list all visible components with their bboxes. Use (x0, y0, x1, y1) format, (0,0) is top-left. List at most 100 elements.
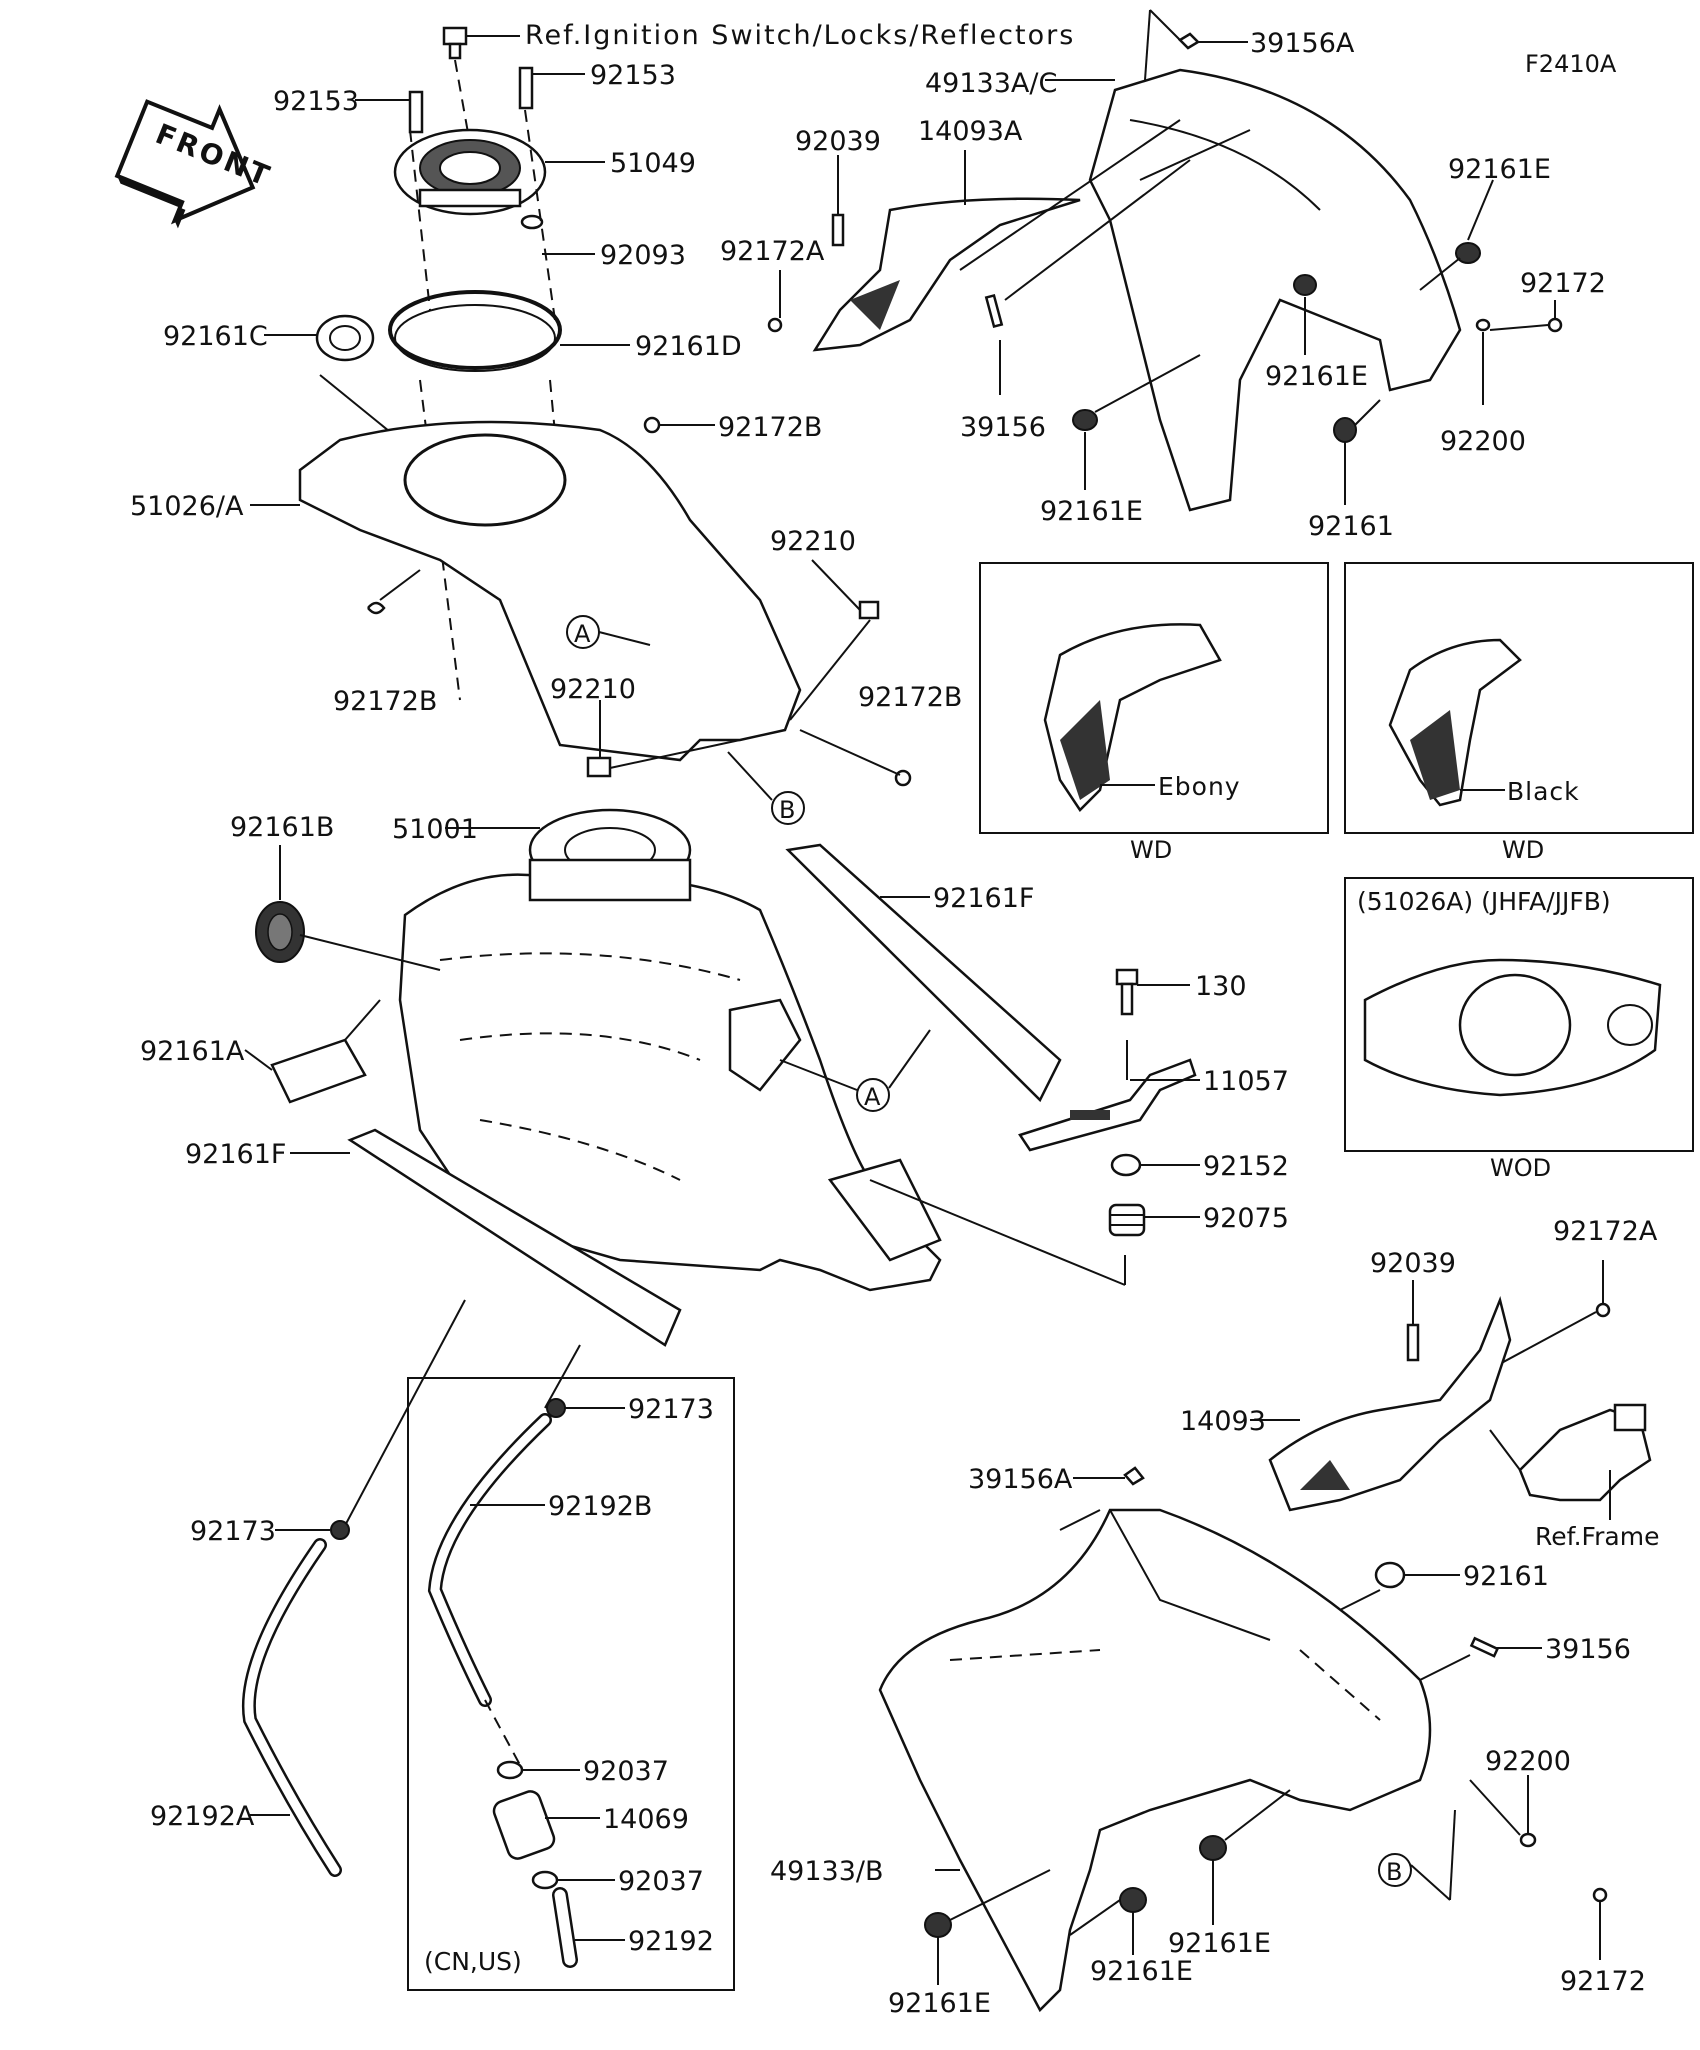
panel-14093-icon (1268, 1295, 1512, 1512)
label-14069: 14069 (603, 1804, 689, 1835)
screw-92172-bottom-icon (1592, 1887, 1608, 1903)
fuel-tank-51001-icon (398, 808, 942, 1292)
label-92172B-right: 92172B (858, 682, 962, 713)
screw-92172A-top-icon (767, 317, 783, 333)
label-92037-top: 92037 (583, 1756, 669, 1787)
callout-a-upper-label: A (574, 620, 591, 648)
label-92210-right: 92210 (770, 526, 856, 557)
label-39156A-top: 39156A (1250, 28, 1355, 59)
label-92192B: 92192B (548, 1491, 652, 1522)
label-51001: 51001 (392, 814, 478, 845)
clip-92210-right-icon (858, 600, 880, 620)
label-130: 130 (1195, 971, 1247, 1002)
clamp-92037-top-icon (496, 1760, 524, 1780)
ebony-label: Ebony (1158, 772, 1241, 801)
wd-ebony-market: WD (1130, 836, 1172, 864)
label-92161E-tr: 92161E (1448, 154, 1551, 185)
label-92161-bottom: 92161 (1463, 1561, 1549, 1592)
label-51049: 51049 (610, 148, 696, 179)
screw-92172A-bottom-icon (1595, 1302, 1611, 1318)
callout-a-lower: A (856, 1078, 890, 1112)
seal-92093-icon (520, 214, 544, 230)
inset-wod-box (1344, 877, 1694, 1152)
label-92161F-left: 92161F (185, 1139, 286, 1170)
label-92210-mid: 92210 (550, 674, 636, 705)
grommet-92161E-b3-icon (1199, 1835, 1227, 1861)
label-92152: 92152 (1203, 1151, 1289, 1182)
label-92172A-bottom: 92172A (1553, 1216, 1658, 1247)
label-14093: 14093 (1180, 1406, 1266, 1437)
bracket-ref-frame-icon (1518, 1403, 1652, 1502)
label-92161E-low: 92161E (1040, 496, 1143, 527)
label-92093: 92093 (600, 240, 686, 271)
grommet-92161E-mid-icon (1293, 274, 1317, 296)
label-49133B: 49133/B (770, 1856, 884, 1887)
label-92161E-b3: 92161E (1168, 1928, 1271, 1959)
callout-b-upper: B (771, 791, 805, 825)
clamp-92173-right-icon (546, 1398, 566, 1418)
label-92172-tr: 92172 (1520, 268, 1606, 299)
fuel-filter-14069-icon (492, 1790, 556, 1860)
label-92037-bottom: 92037 (618, 1866, 704, 1897)
wod-market: WOD (1490, 1154, 1551, 1182)
bolt-92153-top-icon (442, 26, 468, 60)
callout-a-lower-label: A (864, 1083, 881, 1111)
black-label: Black (1507, 777, 1580, 806)
label-92161E-b2: 92161E (1090, 1956, 1193, 1987)
label-92153-right: 92153 (590, 60, 676, 91)
cover-49133B-icon (878, 1508, 1432, 2013)
collar-92152-icon (1110, 1153, 1142, 1177)
bolt-92153-left-icon (408, 90, 424, 134)
grommet-92161E-b2-icon (1119, 1887, 1147, 1913)
wod-title: (51026A) (JHFA/JJFB) (1357, 887, 1611, 916)
label-92161D: 92161D (635, 331, 742, 362)
grommet-92161B-icon (255, 901, 305, 963)
wd-black-market: WD (1502, 836, 1544, 864)
label-49133AC: 49133A/C (925, 68, 1057, 99)
label-92161E-mid: 92161E (1265, 361, 1368, 392)
clip-39156A-top-icon (1177, 32, 1201, 50)
label-92075: 92075 (1203, 1203, 1289, 1234)
screw-92172B-top-icon (643, 416, 661, 434)
label-92161A: 92161A (140, 1036, 245, 1067)
label-92172A-top: 92172A (720, 236, 825, 267)
label-92161E-b1: 92161E (888, 1988, 991, 2019)
pad-92161F-right-icon (785, 843, 1062, 1103)
grommet-92161-bottom-icon (1374, 1561, 1406, 1589)
cn-us-box (407, 1377, 735, 1991)
label-92192: 92192 (628, 1926, 714, 1957)
washer-92200-bottom-icon (1519, 1832, 1537, 1848)
inset-wd-black-box (1344, 562, 1694, 834)
bolt-130-icon (1115, 968, 1139, 1016)
label-92172-bottom: 92172 (1560, 1966, 1646, 1997)
label-39156-top: 39156 (960, 412, 1046, 443)
clamp-92173-left-icon (330, 1520, 350, 1540)
fuel-cap-51049-icon (393, 128, 547, 216)
grommet-92161C-icon (315, 314, 375, 362)
ref-ignition-label: Ref.Ignition Switch/Locks/Reflectors (525, 20, 1075, 51)
clip-39156-bottom-icon (1469, 1636, 1500, 1658)
grommet-92161-top-icon (1333, 417, 1357, 443)
callout-b-lower: B (1378, 1853, 1412, 1887)
front-arrow-icon (114, 99, 256, 229)
grommet-92161E-tr-icon (1455, 242, 1481, 264)
damper-92075-icon (1108, 1203, 1146, 1237)
label-92192A: 92192A (150, 1801, 255, 1832)
inset-wd-ebony-box (979, 562, 1329, 834)
label-92161C: 92161C (163, 321, 268, 352)
screw-92039-top-icon (831, 213, 845, 247)
clip-39156-top-icon (984, 293, 1004, 329)
label-92172B-top: 92172B (718, 412, 822, 443)
cn-us-label: (CN,US) (424, 1947, 522, 1976)
pad-92161A-icon (270, 1038, 367, 1104)
pad-92161F-left-icon (347, 1128, 682, 1347)
clip-92172B-left-icon (367, 601, 386, 615)
clamp-92037-bottom-icon (531, 1870, 559, 1890)
label-92161B: 92161B (230, 812, 334, 843)
callout-b-upper-label: B (779, 796, 795, 824)
bracket-11057-icon (1018, 1058, 1197, 1152)
washer-92200-top-icon (1475, 318, 1491, 332)
label-39156-bottom: 39156 (1545, 1634, 1631, 1665)
bolt-92153-right-icon (518, 66, 534, 110)
